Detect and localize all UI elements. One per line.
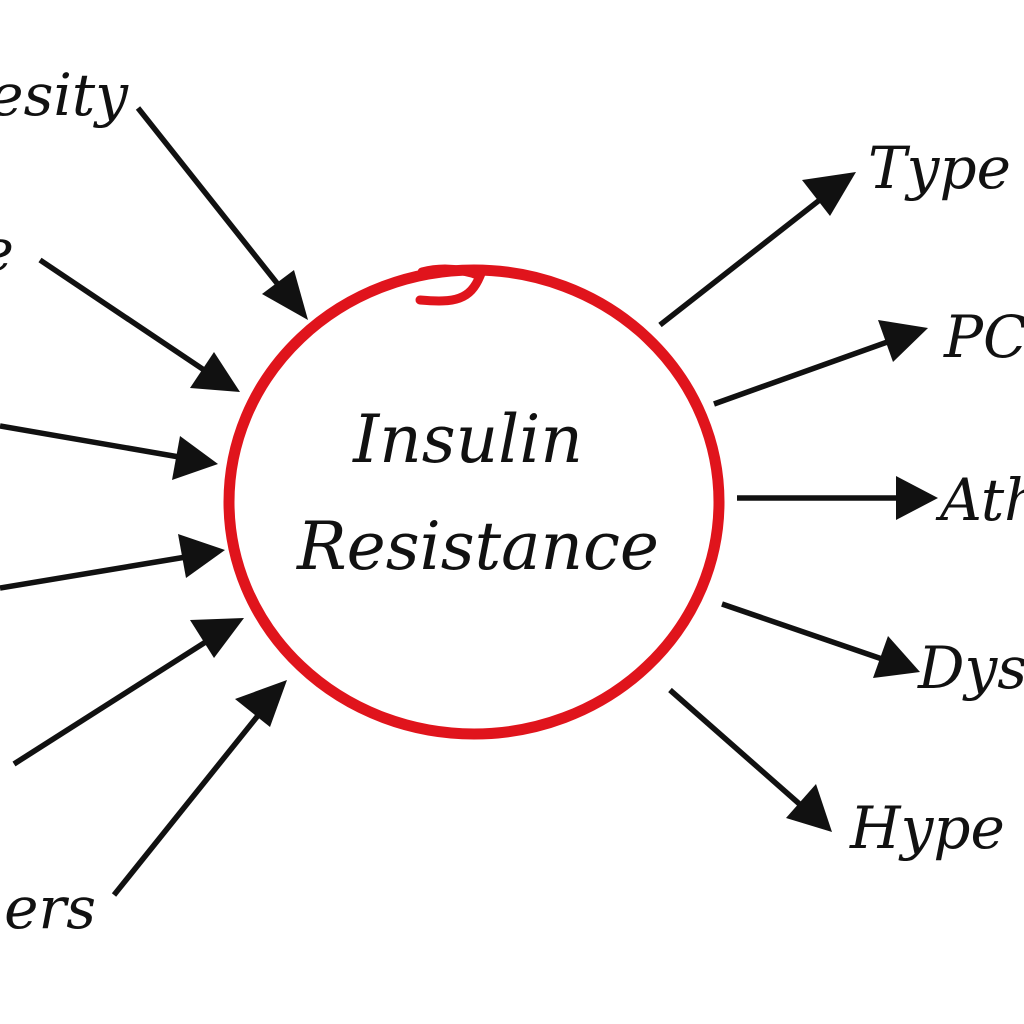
effect-label-4: Dys: [917, 634, 1024, 702]
cause-arrow-5: [12, 618, 244, 767]
cause-label-2: e: [0, 216, 14, 284]
effect-arrow-5: [668, 687, 832, 832]
center-title-line2: Resistance: [296, 508, 659, 585]
effect-label-3: Ath: [935, 466, 1024, 534]
cause-arrow-3: [0, 423, 218, 480]
center-ring-stroke: [223, 264, 725, 740]
cause-arrow-4: [0, 534, 225, 591]
cause-arrow-6: [111, 680, 287, 897]
center-ring-overlap: [415, 264, 486, 306]
effect-arrow-2: [713, 320, 928, 407]
cause-arrow-2: [38, 257, 240, 392]
effect-arrow-1: [658, 172, 856, 328]
effect-label-1: Type: [868, 134, 1011, 202]
effect-arrow-3: [737, 476, 938, 520]
cause-label-6: ers: [4, 874, 96, 942]
cause-arrow-1: [135, 106, 308, 320]
effect-arrow-4: [721, 601, 920, 678]
center-ring: [223, 264, 725, 740]
center-title-line1: Insulin: [352, 401, 583, 478]
effect-label-2: PC: [943, 303, 1024, 371]
cause-label-1: esity: [0, 61, 129, 129]
effect-label-5: Hype: [849, 794, 1005, 862]
